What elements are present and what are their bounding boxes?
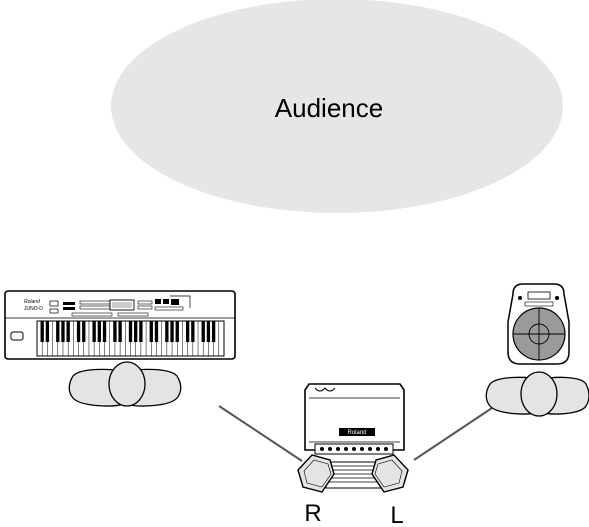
black-key — [40, 321, 44, 342]
keyboard-brand: Roland — [24, 299, 40, 305]
black-key — [191, 321, 195, 342]
black-key — [56, 321, 60, 342]
black-key — [82, 321, 86, 342]
black-key — [149, 321, 153, 342]
black-key — [113, 321, 117, 342]
black-key — [165, 321, 169, 342]
keyboard-keybed — [36, 320, 225, 357]
amp-body — [304, 383, 405, 451]
drum-pad-display — [527, 291, 551, 300]
keyboard-side-button — [10, 331, 24, 341]
black-key — [211, 321, 216, 342]
black-key — [185, 321, 190, 342]
keyboard-model: JUNO-D — [24, 306, 43, 312]
black-key — [201, 321, 205, 342]
amplifier: Roland — [297, 383, 409, 493]
black-key — [102, 321, 107, 342]
audience-area: Audience — [111, 0, 563, 213]
black-key — [154, 321, 159, 342]
cable-keyboard-to-amp — [218, 405, 303, 462]
amp-badge-text: Roland — [347, 430, 366, 436]
speaker-right-label: R — [304, 500, 321, 527]
black-key — [134, 321, 138, 342]
keyboard-player — [68, 361, 182, 407]
black-key — [92, 321, 96, 342]
drum-player-head — [520, 371, 558, 417]
black-key — [97, 321, 101, 342]
drum-player — [485, 371, 589, 417]
audience-label: Audience — [275, 93, 383, 123]
speaker-left-label: L — [390, 502, 403, 527]
amp-grille-lines — [329, 465, 379, 483]
black-key — [118, 321, 122, 342]
black-key — [170, 321, 174, 342]
keyboard-synthesizer: Roland JUNO-D — [4, 290, 236, 360]
amp-badge — [339, 428, 375, 436]
black-key — [175, 321, 179, 342]
keyboard-player-head — [108, 361, 146, 407]
black-key — [206, 321, 211, 342]
drum-pad-unit — [507, 283, 570, 365]
black-key — [61, 321, 65, 342]
black-key — [139, 321, 143, 342]
black-key — [45, 321, 50, 342]
audience-ellipse — [111, 0, 563, 213]
black-key — [66, 321, 70, 342]
black-key — [128, 321, 133, 342]
cable-drum-to-amp — [413, 407, 493, 461]
amp-knobs — [320, 447, 388, 451]
black-key — [76, 321, 81, 342]
